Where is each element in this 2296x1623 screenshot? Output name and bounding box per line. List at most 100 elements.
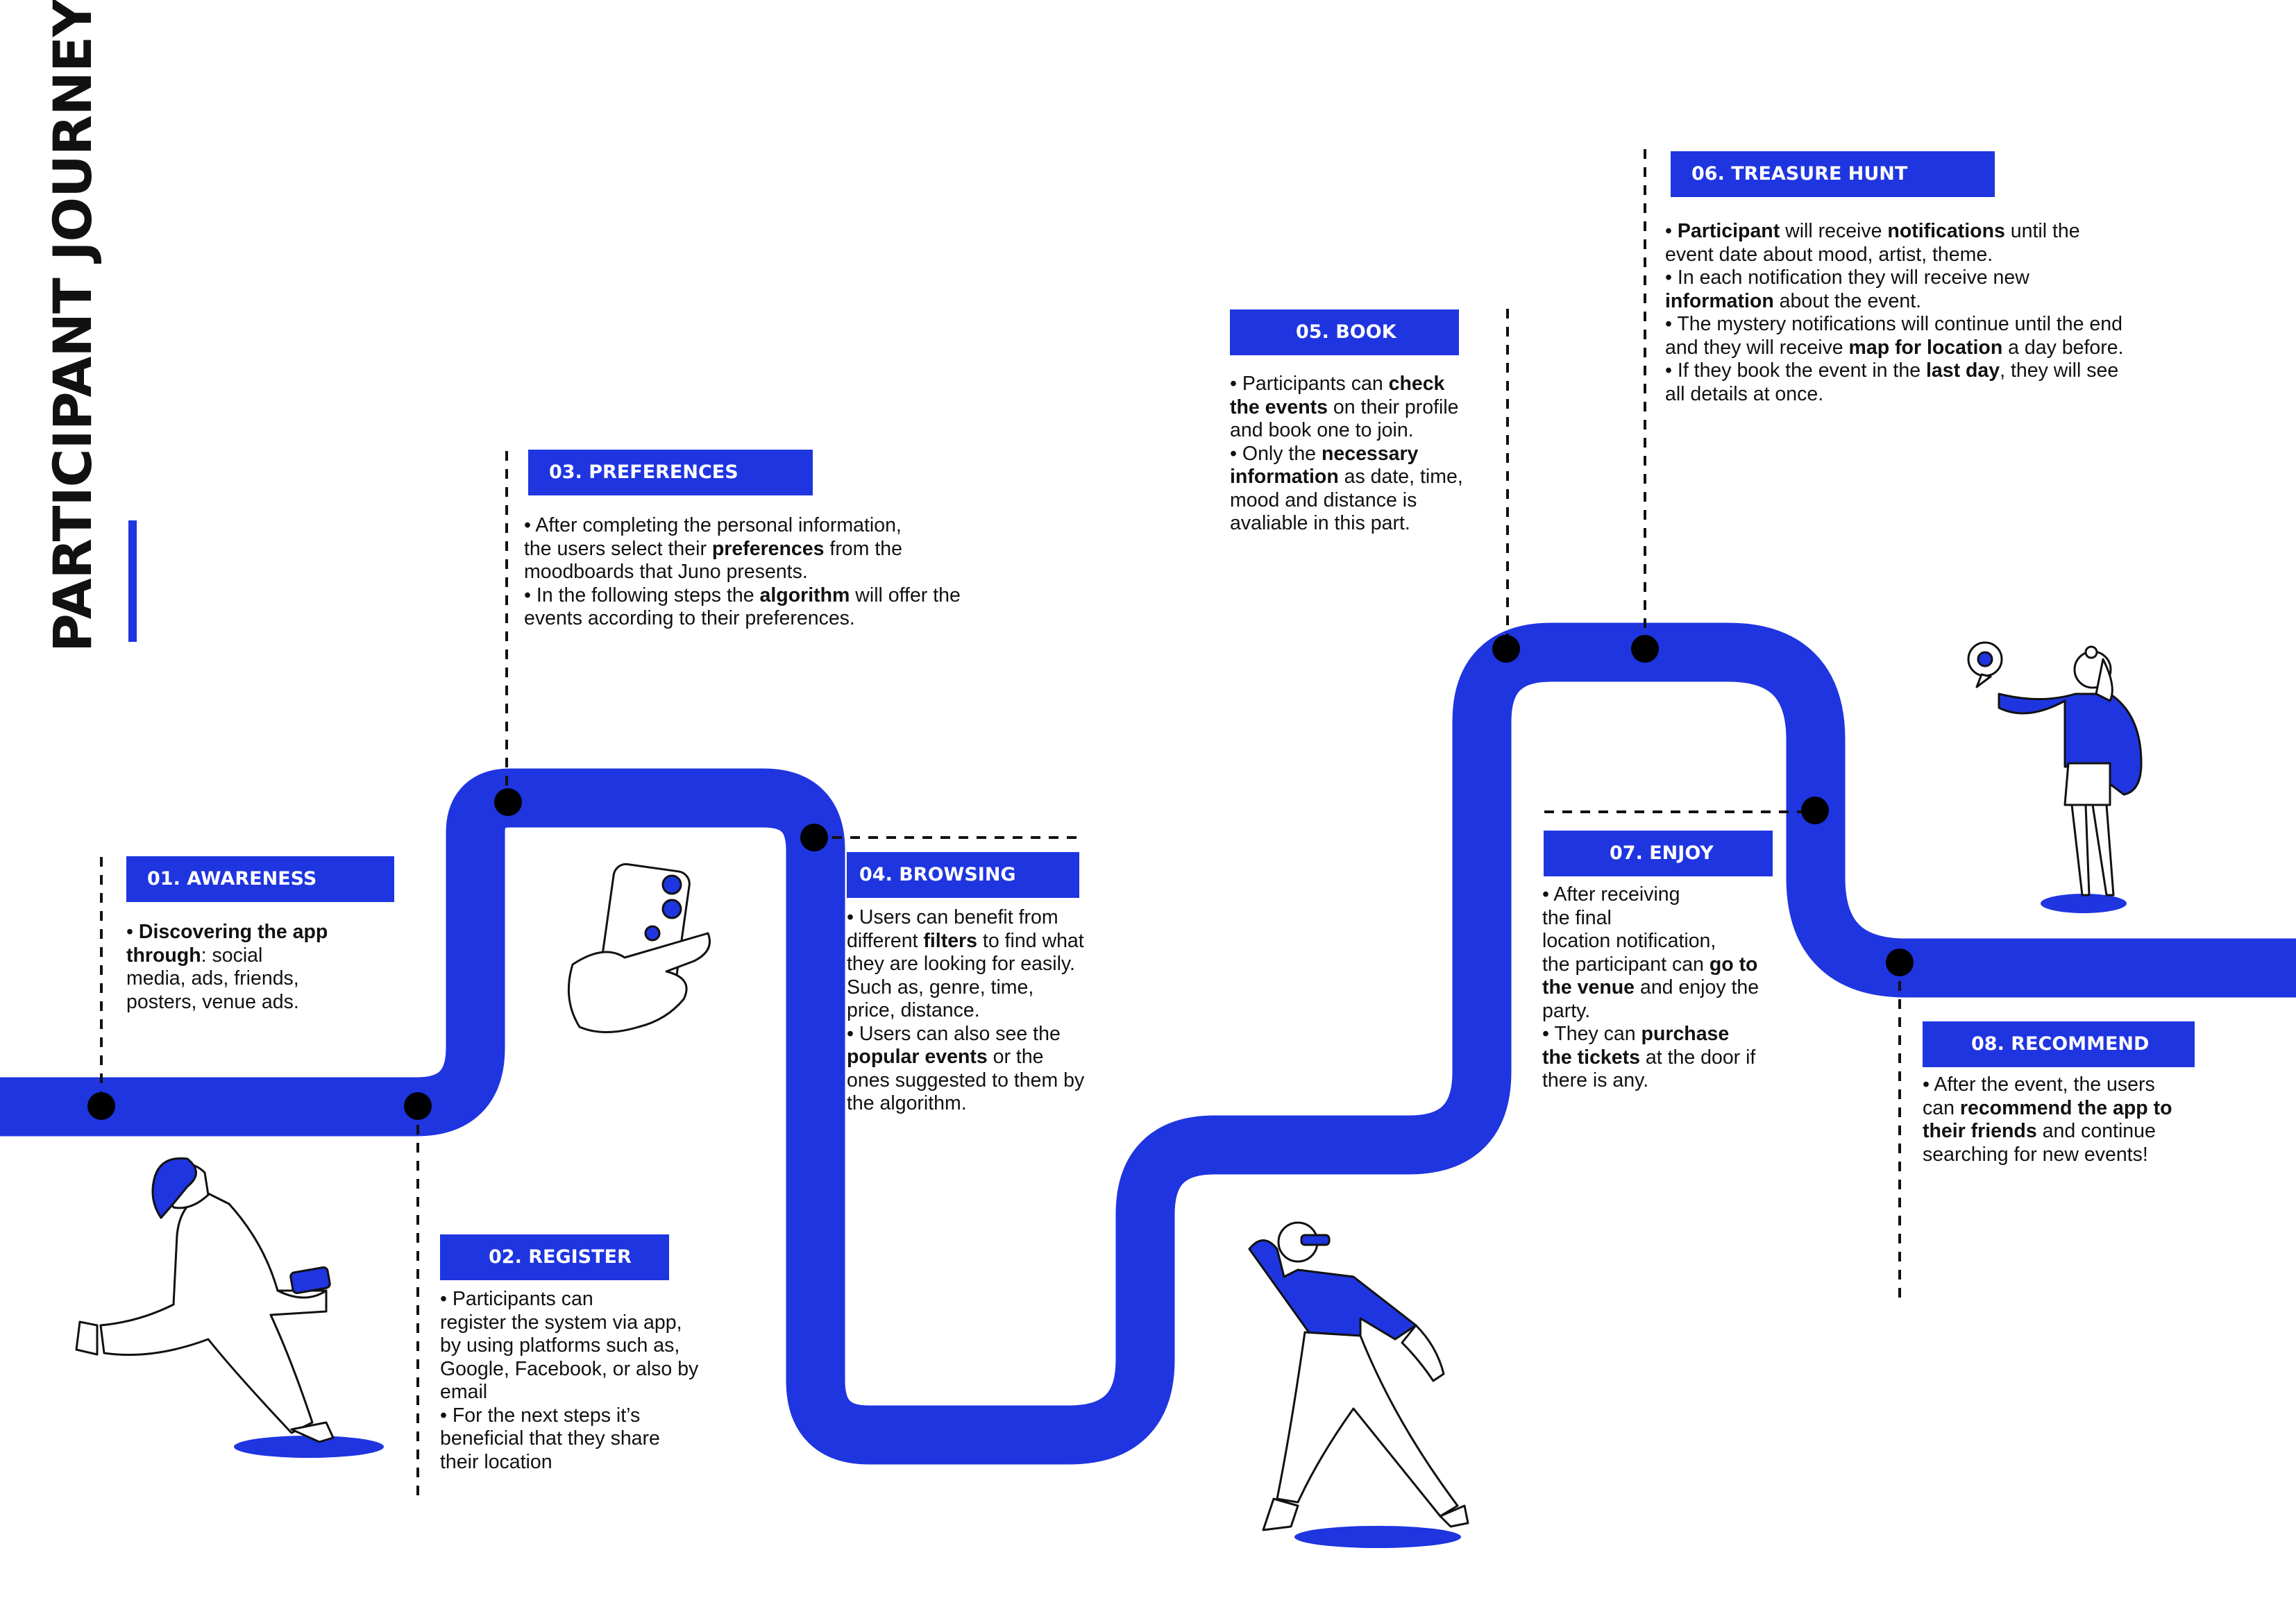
bold-text-run: go to <box>1709 953 1758 976</box>
text-run: all details at once. <box>1665 382 1824 405</box>
bold-text-run: information <box>1665 289 1774 312</box>
step-text-line: • If they book the event in the last day… <box>1665 359 2124 383</box>
text-run: • After completing the personal informat… <box>524 514 902 536</box>
step-text-line: the participant can go to <box>1542 953 1759 977</box>
text-run: about the event. <box>1773 289 1922 312</box>
text-run: • The mystery notifications will continu… <box>1665 313 2122 335</box>
step-text-preferences: • After completing the personal informat… <box>524 514 961 631</box>
walking-person-illustration <box>75 1157 384 1458</box>
bold-text-run: notifications <box>1887 220 2005 242</box>
step-text-line: • After receiving <box>1542 883 1759 907</box>
step-text-line: the users select their preferences from … <box>524 538 961 561</box>
step-text-line: avaliable in this part. <box>1230 512 1463 536</box>
text-run: as date, time, <box>1338 466 1463 488</box>
text-run: will offer the <box>850 584 961 606</box>
text-run: and enjoy the <box>1635 976 1759 999</box>
bold-text-run: through <box>126 944 201 967</box>
step-label-recommend: 08. RECOMMEND <box>1923 1021 2195 1067</box>
text-run: the users select their <box>524 537 712 560</box>
step-text-line: the venue and enjoy the <box>1542 976 1759 1000</box>
bold-text-run: the venue <box>1542 976 1635 999</box>
step-text-line: • For the next steps it’s <box>440 1404 698 1428</box>
bold-text-run: algorithm <box>759 584 850 606</box>
step-text-line: • Only the necessary <box>1230 443 1463 466</box>
step-text-line: register the system via app, <box>440 1311 698 1335</box>
step-text-line: email <box>440 1381 698 1404</box>
text-run: mood and distance is <box>1230 488 1417 511</box>
step-text-line: searching for new events! <box>1923 1144 2172 1167</box>
bold-text-run: recommend the app to <box>1959 1096 2172 1119</box>
step-text-line: all details at once. <box>1665 383 2124 407</box>
hand-phone-illustration <box>567 863 711 1033</box>
step-label-book: 05. BOOK <box>1230 309 1459 355</box>
step-text-line: Such as, genre, time, <box>847 976 1084 1000</box>
milestone-register <box>404 1092 432 1120</box>
text-run: media, ads, friends, <box>126 967 299 989</box>
text-run: the participant can <box>1542 953 1710 976</box>
step-text-line: media, ads, friends, <box>126 967 328 991</box>
text-run: can <box>1923 1096 1960 1119</box>
text-run: • Participants can <box>1230 373 1389 395</box>
step-text-line: and they will receive map for location a… <box>1665 337 2124 360</box>
text-run: location notification, <box>1542 930 1716 952</box>
step-text-line: information about the event. <box>1665 290 2124 314</box>
title-accent-bar <box>128 520 137 642</box>
text-run: • Participants can <box>440 1288 593 1310</box>
bold-text-run: preferences <box>711 537 825 560</box>
step-text-line: • In each notification they will receive… <box>1665 266 2124 290</box>
text-run: Google, Facebook, or also by <box>440 1357 699 1380</box>
step-text-line: events according to their preferences. <box>524 607 961 631</box>
step-text-line: • Users can benefit from <box>847 906 1084 930</box>
step-label-enjoy: 07. ENJOY <box>1544 831 1773 876</box>
step-text-treasure-hunt: • Participant will receive notifications… <box>1665 220 2124 406</box>
step-label-register: 02. REGISTER <box>440 1234 669 1280</box>
step-label-treasure-hunt: 06. TREASURE HUNT <box>1671 151 1995 197</box>
text-run: Such as, genre, time, <box>847 976 1034 999</box>
milestone-book <box>1492 635 1520 663</box>
text-run: : social <box>201 944 263 967</box>
step-text-line: Google, Facebook, or also by <box>440 1358 698 1382</box>
bold-text-run: popular events <box>847 1046 988 1068</box>
text-run: to find what <box>977 929 1084 952</box>
text-run: until the <box>2004 220 2080 242</box>
dancer-illustration <box>1248 1221 1469 1548</box>
step-text-line: event date about mood, artist, theme. <box>1665 244 2124 267</box>
text-run: events according to their preferences. <box>524 607 855 629</box>
page-title: PARTICIPANT JOURNEY <box>42 0 103 652</box>
text-run: beneficial that they share <box>440 1427 660 1450</box>
text-run: avaliable in this part. <box>1230 512 1410 534</box>
step-text-line: • Participant will receive notifications… <box>1665 220 2124 244</box>
step-text-line: different filters to find what <box>847 930 1084 953</box>
step-text-line: the final <box>1542 907 1759 931</box>
milestone-enjoy <box>1801 797 1829 824</box>
text-run: • Users can also see the <box>847 1022 1061 1045</box>
step-label-awareness: 01. AWARENESS <box>126 856 394 902</box>
text-run: • If they book the event in the <box>1665 359 1926 382</box>
text-run: they are looking for easily. <box>847 953 1075 975</box>
step-text-line: • After the event, the users <box>1923 1073 2172 1097</box>
text-run: will receive <box>1780 220 1888 242</box>
step-label-preferences: 03. PREFERENCES <box>528 450 813 495</box>
step-text-line: moodboards that Juno presents. <box>524 561 961 584</box>
text-run: , they will see <box>2000 359 2119 382</box>
step-text-line: and book one to join. <box>1230 419 1463 443</box>
milestone-awareness <box>87 1092 115 1120</box>
text-run: • After the event, the users <box>1923 1073 2155 1096</box>
text-run: • Only the <box>1230 442 1322 465</box>
text-run: or the <box>987 1046 1044 1068</box>
step-text-line: • Discovering the app <box>126 921 328 944</box>
step-text-line: posters, venue ads. <box>126 991 328 1014</box>
text-run: • <box>1665 220 1678 242</box>
step-text-line: party. <box>1542 1000 1759 1023</box>
bold-text-run: check <box>1388 373 1445 395</box>
bold-text-run: last day <box>1925 359 2000 382</box>
text-run: price, distance. <box>847 999 980 1021</box>
bold-text-run: their friends <box>1923 1120 2037 1142</box>
bold-text-run: Participant <box>1677 220 1780 242</box>
step-text-line: their friends and continue <box>1923 1120 2172 1144</box>
